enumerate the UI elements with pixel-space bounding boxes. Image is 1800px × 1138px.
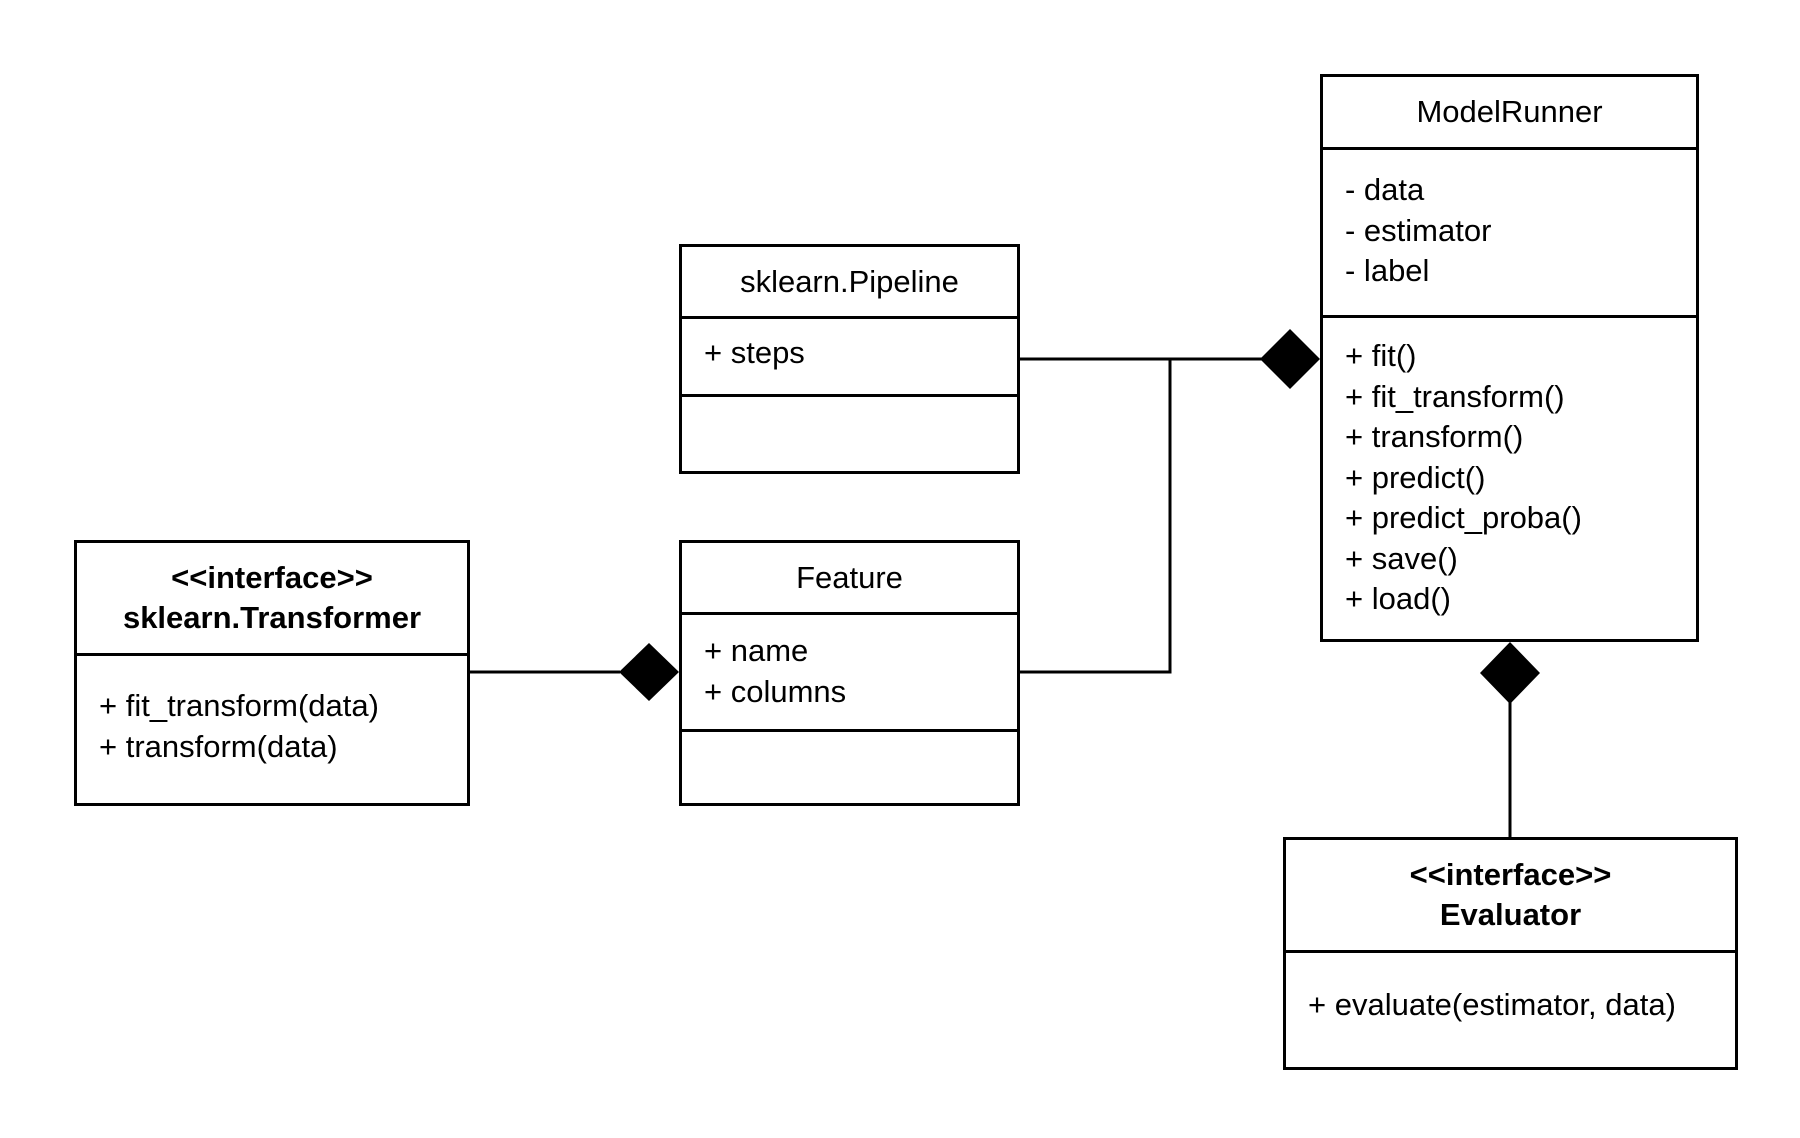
- attribute: + name: [704, 633, 809, 668]
- class-feature-attributes: + name + columns: [682, 615, 1017, 732]
- class-evaluator: <<interface>> Evaluator + evaluate(estim…: [1283, 837, 1738, 1070]
- operation: + load(): [1345, 581, 1451, 616]
- modelrunner-bottom-composition-diamond: [1480, 642, 1540, 704]
- class-feature-operations: [682, 732, 1017, 803]
- class-pipeline-operations: [682, 397, 1017, 471]
- class-evaluator-stereotype: <<interface>>: [1409, 857, 1612, 892]
- attribute: + columns: [704, 673, 847, 709]
- class-transformer: <<interface>> sklearn.Transformer + fit_…: [74, 540, 470, 806]
- class-modelrunner-attributes: - data - estimator - label: [1323, 150, 1696, 318]
- operation: + fit(): [1345, 338, 1417, 373]
- class-transformer-operations: + fit_transform(data) + transform(data): [77, 656, 467, 803]
- class-modelrunner-name: ModelRunner: [1416, 94, 1603, 129]
- operation: + save(): [1345, 540, 1458, 576]
- operation: + predict(): [1345, 459, 1486, 495]
- class-modelrunner-operations: + fit() + fit_transform() + transform() …: [1323, 318, 1696, 639]
- class-evaluator-operations: + evaluate(estimator, data): [1286, 953, 1735, 1067]
- class-transformer-stereotype: <<interface>>: [171, 560, 373, 595]
- operation: + fit_transform(): [1345, 378, 1565, 414]
- class-feature-name: Feature: [796, 559, 903, 595]
- attribute: + steps: [704, 335, 805, 370]
- class-transformer-name: sklearn.Transformer: [122, 600, 422, 635]
- class-feature-header: Feature: [682, 543, 1017, 615]
- class-pipeline-header: sklearn.Pipeline: [682, 247, 1017, 319]
- class-evaluator-name: Evaluator: [1439, 897, 1582, 932]
- class-evaluator-header: <<interface>> Evaluator: [1286, 840, 1735, 953]
- operation: + transform(data): [99, 728, 338, 764]
- attribute: - data: [1345, 172, 1425, 207]
- class-pipeline-attributes: + steps: [682, 319, 1017, 397]
- class-pipeline-name: sklearn.Pipeline: [740, 263, 959, 299]
- feature-to-modelrunner-line: [1020, 359, 1172, 674]
- operation: + evaluate(estimator, data): [1308, 987, 1676, 1022]
- attribute: - estimator: [1345, 212, 1492, 248]
- operation: + predict_proba(): [1345, 500, 1582, 535]
- modelrunner-composition-diamond: [1260, 329, 1320, 389]
- operation: + fit_transform(data): [99, 688, 379, 723]
- feature-composition-diamond: [619, 643, 679, 701]
- class-modelrunner: ModelRunner - data - estimator - label +…: [1320, 74, 1699, 642]
- class-feature: Feature + name + columns: [679, 540, 1020, 806]
- class-transformer-header: <<interface>> sklearn.Transformer: [77, 543, 467, 656]
- attribute: - label: [1345, 253, 1430, 288]
- class-pipeline: sklearn.Pipeline + steps: [679, 244, 1020, 474]
- class-modelrunner-header: ModelRunner: [1323, 77, 1696, 150]
- operation: + transform(): [1345, 419, 1524, 454]
